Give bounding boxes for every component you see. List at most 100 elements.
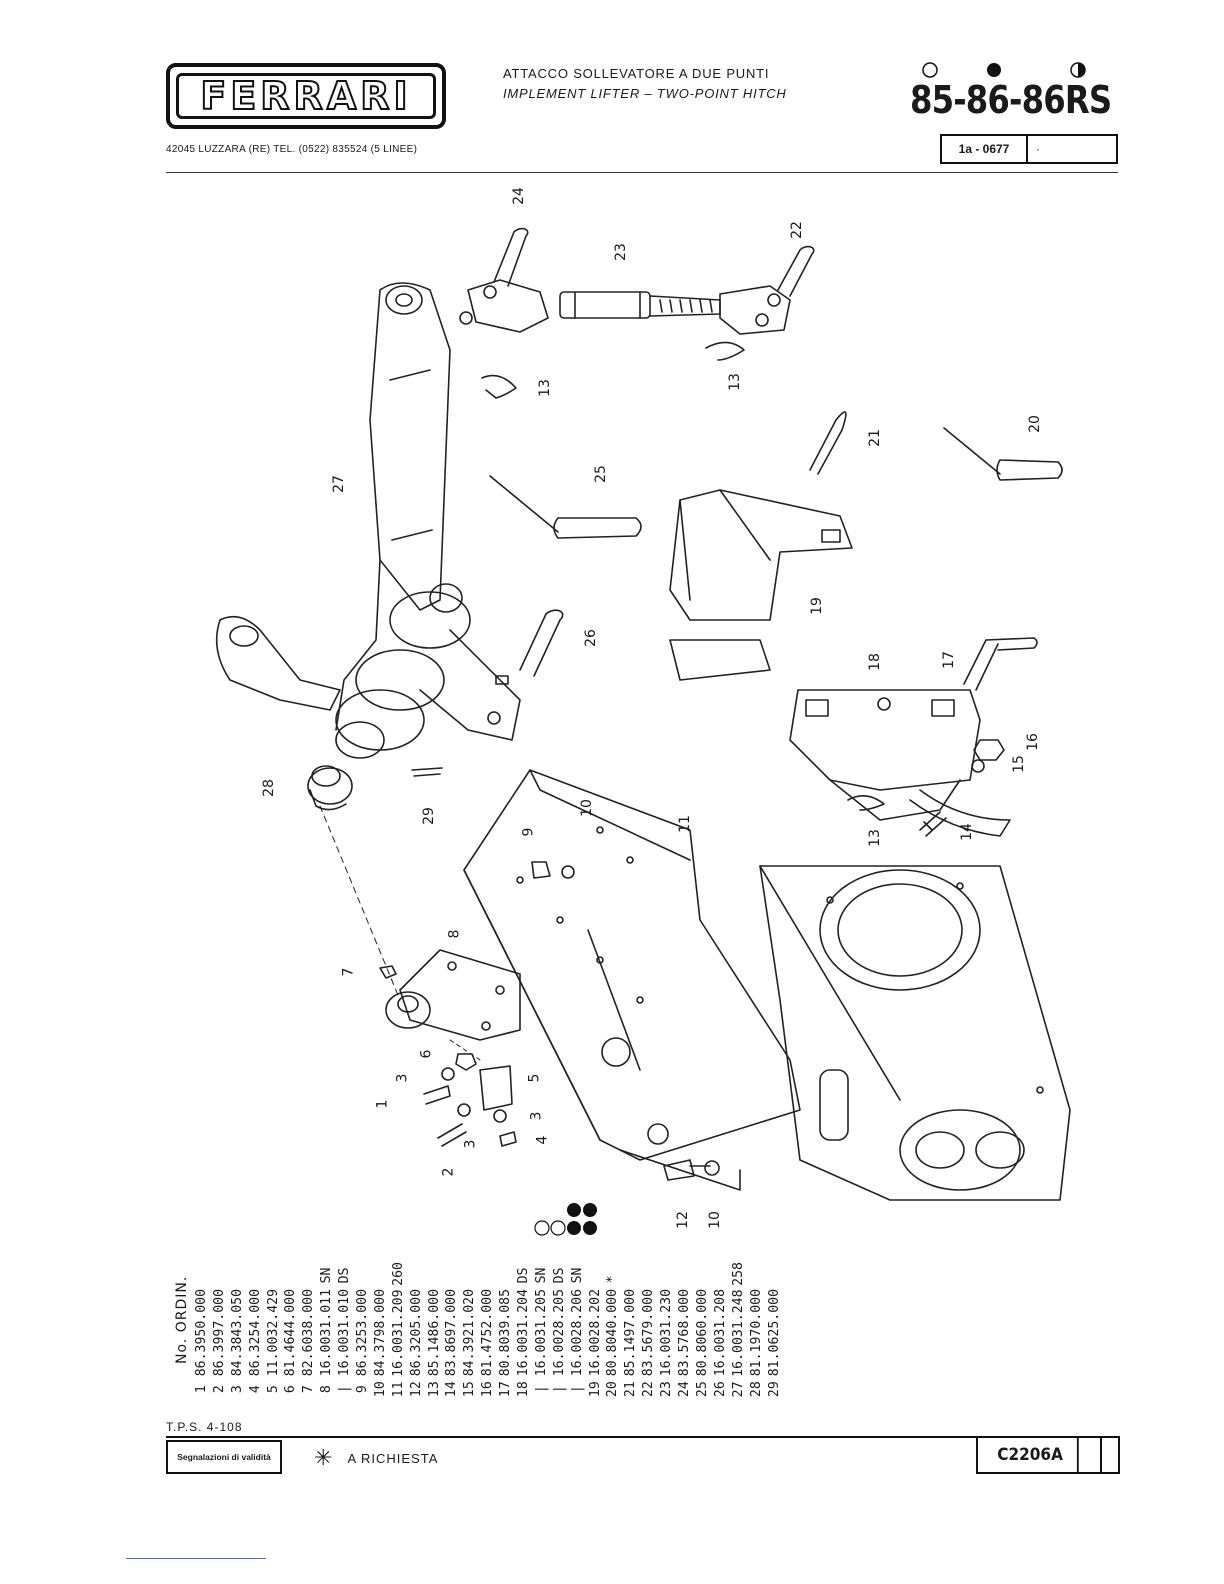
filled-circle-icon xyxy=(583,1221,597,1235)
order-suffix xyxy=(623,1262,641,1283)
callout-8: 8 xyxy=(446,929,463,939)
lift-arm xyxy=(335,282,521,759)
nut-7 xyxy=(379,965,397,979)
order-suffix xyxy=(427,1262,445,1283)
nut-6 xyxy=(455,1053,477,1071)
callout-25: 25 xyxy=(592,465,609,483)
order-suffix: 258 xyxy=(730,1262,746,1286)
table-row: 5 11.0032.429 xyxy=(266,1262,284,1402)
order-suffix: DS xyxy=(337,1267,353,1284)
order-suffix xyxy=(713,1262,731,1283)
order-code: 16.0031.248 xyxy=(730,1289,746,1377)
order-suffix xyxy=(194,1262,212,1283)
order-suffix xyxy=(480,1262,498,1283)
part-number: 15 xyxy=(462,1381,478,1398)
order-suffix xyxy=(230,1262,248,1283)
part-number: 26 xyxy=(712,1381,728,1398)
order-suffix xyxy=(266,1262,284,1283)
legend: ✳ A RICHIESTA xyxy=(314,1447,438,1469)
callout-13-c: 13 xyxy=(866,829,883,847)
washer-3c xyxy=(493,1109,507,1123)
part-number: 5 xyxy=(265,1385,281,1394)
clamp-5 xyxy=(479,1065,513,1111)
plate-18 xyxy=(789,689,1011,837)
part-number: | xyxy=(569,1385,585,1394)
filled-circle-icon xyxy=(567,1203,581,1217)
order-code: 80.8040.000 xyxy=(605,1288,621,1377)
part-number: 12 xyxy=(408,1381,424,1398)
part-number: 29 xyxy=(766,1381,782,1398)
order-code: 86.3997.000 xyxy=(211,1288,227,1377)
part-number: 18 xyxy=(516,1381,532,1398)
part-number: 17 xyxy=(498,1381,514,1398)
order-suffix xyxy=(695,1262,713,1283)
order-suffix: 260 xyxy=(390,1262,406,1286)
order-suffix xyxy=(498,1262,516,1283)
table-row: 25 80.8060.000 xyxy=(695,1262,713,1402)
bolt-4 xyxy=(499,1131,517,1147)
order-suffix xyxy=(283,1262,301,1283)
order-suffix xyxy=(355,1262,373,1283)
order-code: 82.6038.000 xyxy=(301,1288,317,1377)
order-code: 11.0032.429 xyxy=(265,1288,281,1377)
order-suffix xyxy=(301,1262,319,1283)
order-code: 86.3253.000 xyxy=(355,1288,371,1377)
callout-28: 28 xyxy=(260,779,277,797)
part-number: 22 xyxy=(641,1381,657,1398)
legend-text: A RICHIESTA xyxy=(347,1450,439,1466)
document-code: C2206A xyxy=(983,1438,1079,1472)
order-suffix xyxy=(462,1262,480,1283)
part-number: 16 xyxy=(480,1381,496,1398)
model-status-circles xyxy=(922,62,1086,78)
part-number: 25 xyxy=(694,1381,710,1398)
code-box-cell xyxy=(1102,1438,1118,1472)
callout-27: 27 xyxy=(330,475,347,493)
part-number: | xyxy=(337,1385,353,1394)
part-number: 8 xyxy=(319,1385,335,1394)
bracket-arm xyxy=(215,615,341,711)
validity-symbols xyxy=(534,1203,597,1236)
order-code: 16.0031.010 xyxy=(337,1288,353,1377)
order-code: 86.3950.000 xyxy=(194,1288,209,1377)
callout-3-c: 3 xyxy=(462,1139,479,1149)
order-code: 16.0031.204 xyxy=(516,1288,532,1377)
callout-18: 18 xyxy=(866,653,883,671)
bracket-8 xyxy=(385,949,521,1041)
callout-3-b: 3 xyxy=(528,1111,545,1121)
order-code: 81.0625.000 xyxy=(766,1288,782,1377)
open-circle-icon xyxy=(550,1220,566,1236)
tps-reference: T.P.S. 4-108 xyxy=(166,1420,243,1434)
order-code: 84.3843.050 xyxy=(229,1288,245,1377)
part-number: 23 xyxy=(659,1381,675,1398)
order-code: 80.8060.000 xyxy=(694,1288,710,1377)
washer-10a xyxy=(561,865,575,879)
order-code: 80.8039.085 xyxy=(498,1288,514,1377)
part-number: 7 xyxy=(301,1385,317,1394)
callout-20: 20 xyxy=(1026,415,1043,433)
filled-circle-icon xyxy=(583,1203,597,1217)
callout-12: 12 xyxy=(674,1211,691,1229)
order-code: 85.1486.000 xyxy=(426,1288,442,1377)
order-suffix xyxy=(588,1262,606,1283)
table-row: 17 80.8039.085 xyxy=(498,1262,516,1402)
order-suffix xyxy=(373,1262,391,1283)
bolt-12 xyxy=(663,1159,711,1181)
part-number: 19 xyxy=(587,1381,603,1398)
handle-pin-25 xyxy=(489,475,642,539)
part-number: 14 xyxy=(444,1381,460,1398)
